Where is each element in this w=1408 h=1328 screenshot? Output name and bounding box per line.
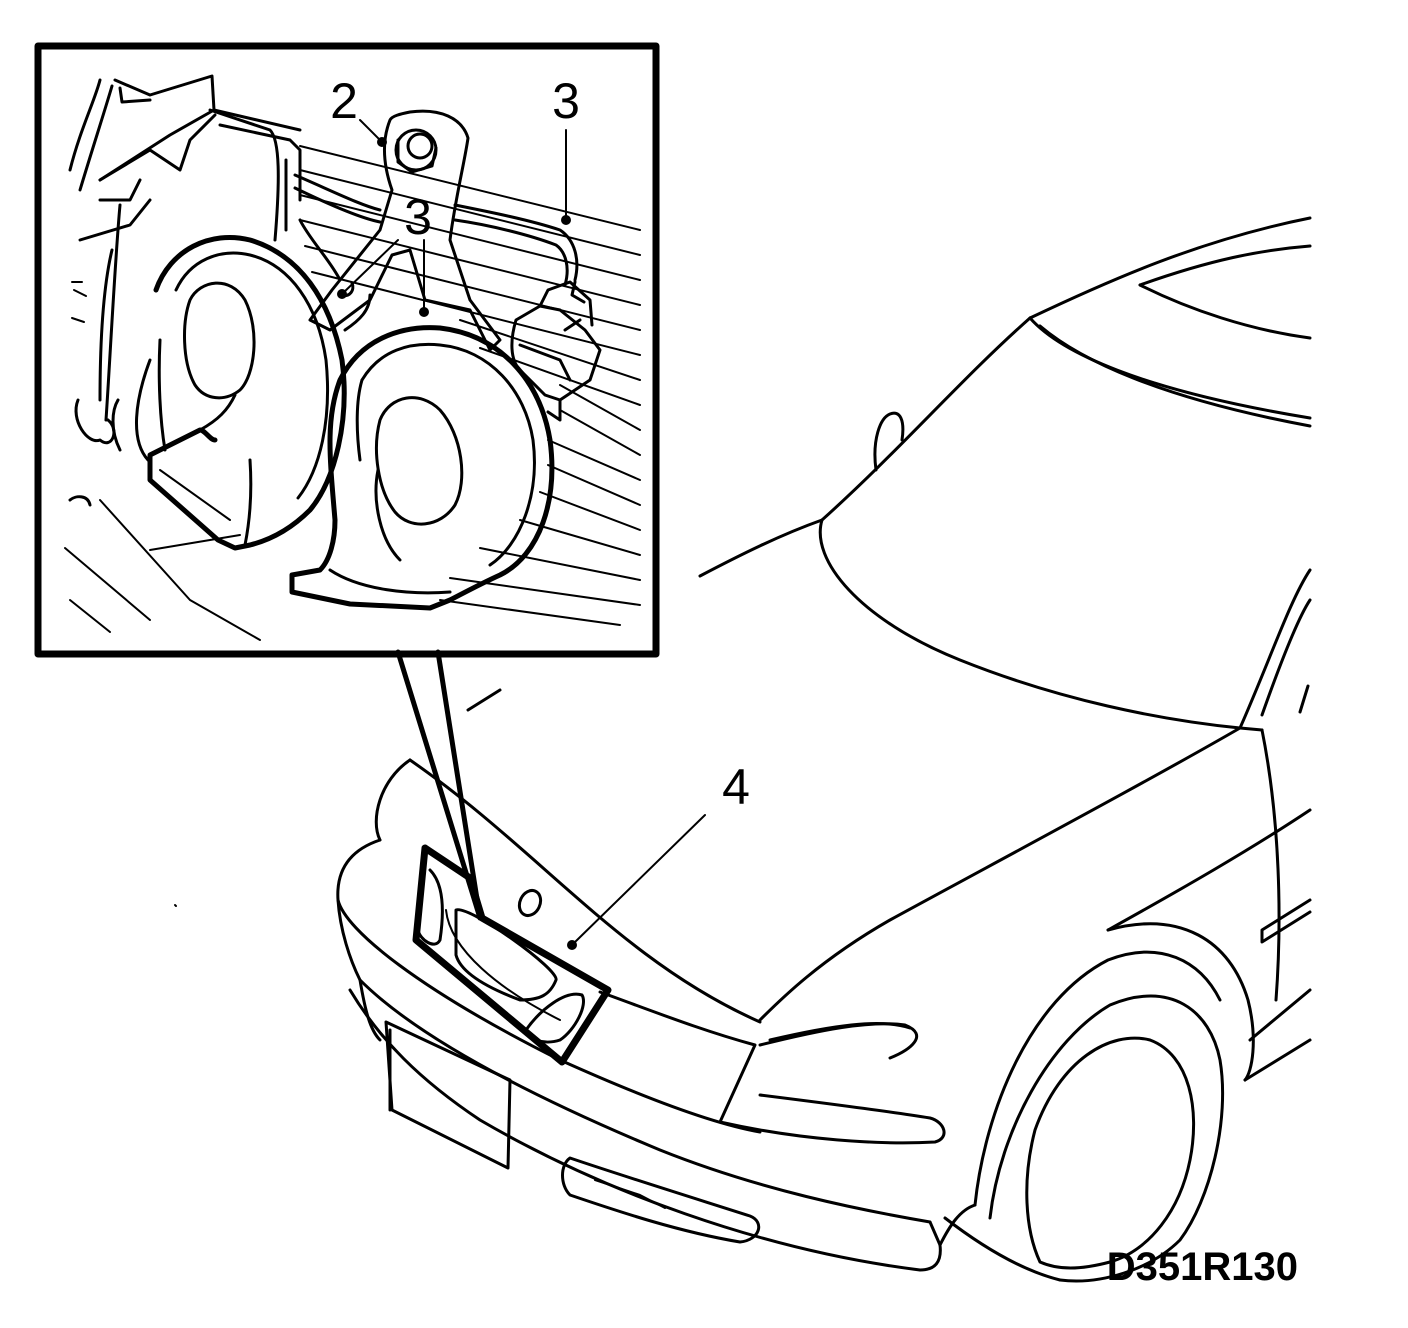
car-body	[174, 216, 1312, 1283]
callout-3-top: 3	[552, 73, 580, 129]
callout-leaders	[341, 119, 567, 313]
body-panel-edge	[68, 74, 302, 507]
wiring-harness	[293, 173, 579, 332]
figure-code: D351R130	[1107, 1245, 1298, 1289]
horn-front	[289, 289, 555, 611]
horn-detail-inset	[34, 42, 660, 658]
inset-pointer	[395, 649, 483, 921]
front-grille-highlight	[412, 844, 612, 1066]
callout-3-center: 3	[404, 189, 432, 245]
callout-2: 2	[330, 73, 358, 129]
horn-rear	[147, 234, 347, 551]
callout-4-leader	[567, 814, 706, 950]
callout-4: 4	[722, 759, 750, 815]
radiator-slats	[64, 145, 641, 641]
